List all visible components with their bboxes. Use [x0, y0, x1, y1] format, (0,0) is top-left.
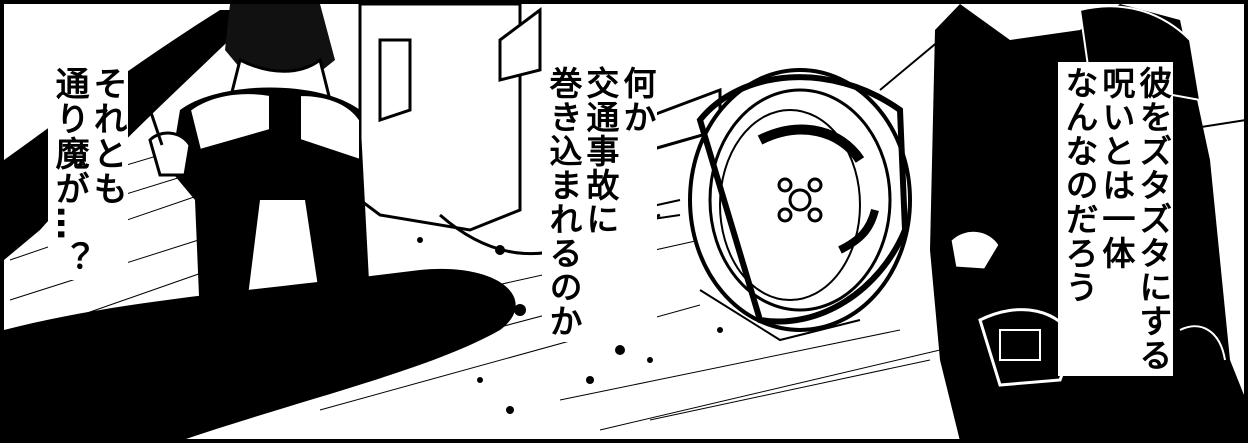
caption-left: それとも 通り魔が…？: [48, 62, 129, 280]
caption-right-line-1: 彼をズタズタにする: [1133, 66, 1173, 372]
caption-right: 彼をズタズタにする 呪いとは一体 なんなのだろう: [1058, 62, 1173, 376]
ground-shadow: [4, 268, 516, 441]
caption-right-line-3: なんなのだろう: [1059, 66, 1099, 304]
caption-center-line-2: 交通事故に: [580, 66, 620, 236]
person-figure: [138, 4, 370, 320]
caption-left-line-1: それとも: [87, 66, 128, 206]
caption-center-line-3: 巻き込まれるのか: [543, 66, 583, 338]
caption-center-line-1: 何か: [617, 66, 657, 134]
caption-right-line-2: 呪いとは一体: [1096, 66, 1136, 270]
caption-left-line-2: 通り魔が…？: [49, 66, 90, 276]
vehicle: [358, 2, 722, 256]
tire: [688, 68, 912, 342]
caption-center: 何か 交通事故に 巻き込まれるのか: [542, 62, 657, 342]
